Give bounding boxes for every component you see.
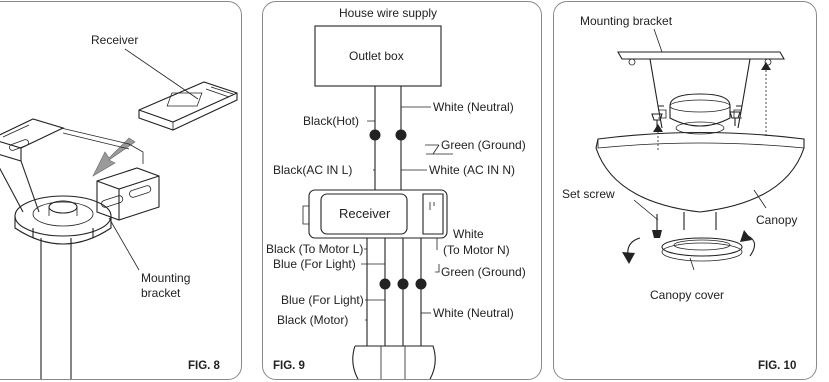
rotate-right-arrow-icon [747,235,756,257]
wire-nut-white [395,129,407,141]
canopy-leader [753,189,767,209]
white-label: White [453,227,484,241]
fig10-panel: Mounting bracket Set screw Canopy Canopy… [553,1,817,380]
fig10-label: FIG. 10 [758,360,796,372]
canopy-shape [595,131,805,230]
canopy-cover-label: Canopy cover [650,288,724,302]
fig8-label: FIG. 8 [188,360,221,372]
green-ground-bottom-label: Green (Ground) [441,265,526,279]
outlet-box-label: Outlet box [349,49,404,63]
arrow-up-icon-right [761,62,771,70]
black-motor-label: Black (Motor) [277,313,348,327]
white-neutral-top-label: White (Neutral) [433,100,514,114]
screw-right-icon [729,111,741,126]
receiver-module [138,81,238,131]
green-ground-top-label: Green (Ground) [441,138,526,152]
set-screw-icon [652,214,662,238]
mounting-bracket-label-2: bracket [141,286,181,300]
receiver-box [302,189,448,239]
white-neutral-bottom-label: White (Neutral) [433,306,514,320]
mounting-bracket-label-1: Mounting [141,271,190,285]
arrow-up-icon [653,124,663,132]
fan-motor-top [14,195,112,379]
mounting-bracket-shape [617,51,785,129]
fan-motor-bottom [352,345,436,379]
receiver-label: Receiver [339,206,391,221]
canopy-cover-leader [689,257,695,271]
fig8-panel: Receiver Mounting bracket FIG. 8 [0,1,242,380]
fig9-panel: House wire supply Outlet box Black(Hot) … [262,1,542,380]
bracket-leader [108,217,140,271]
wire-nut-black-motor [397,278,409,290]
fig8-illustration: Receiver Mounting bracket FIG. 8 [0,33,238,379]
receiver-leader [124,48,199,100]
black-hot-label: Black(Hot) [303,114,359,128]
to-motor-n-label: (To Motor N) [443,243,510,257]
fig9-label: FIG. 9 [273,360,305,372]
fig10-illustration: Mounting bracket Set screw Canopy Canopy… [562,14,805,372]
fig9-wiring-diagram: House wire supply Outlet box Black(Hot) … [266,6,526,379]
wire-nut-blue [379,278,391,290]
mounting-bracket-label: Mounting bracket [580,14,673,28]
wire-nut-white-motor [415,278,427,290]
blue-for-light-top-label: Blue (For Light) [273,257,356,271]
blue-for-light-bottom-label: Blue (For Light) [281,293,364,307]
canopy-label: Canopy [756,213,797,227]
black-to-motor-l-label: Black (To Motor L) [266,242,363,256]
fan-motor-top [669,93,731,135]
wire-nut-black [369,129,381,141]
set-screw-label: Set screw [562,187,615,201]
bracket-leader [653,28,663,53]
canopy-cover-shape [661,237,743,262]
house-wire-supply-label: House wire supply [339,6,437,20]
receiver-label: Receiver [91,33,138,47]
set-screw-leader [633,199,659,221]
black-ac-in-l-label: Black(AC IN L) [273,163,352,177]
white-ac-in-n-label: White (AC IN N) [429,163,515,177]
mounting-bracket-shape [0,118,160,221]
outlet-box [314,25,442,87]
